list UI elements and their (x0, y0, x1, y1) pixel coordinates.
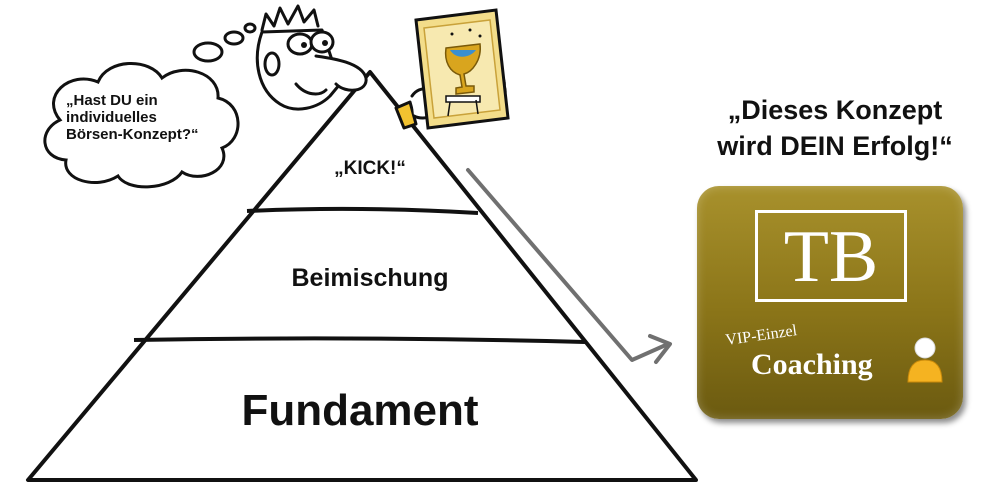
coaching-badge: TB VIP-Einzel Coaching (697, 186, 963, 419)
thought-text: „Hast DU ein individuelles Börsen-Konzep… (66, 92, 199, 143)
tb-logo: TB (783, 216, 879, 298)
trophy-picture (414, 8, 510, 130)
person-icon (907, 337, 943, 383)
thought-bubble (43, 22, 257, 189)
badge-title: Coaching (751, 348, 873, 381)
pyramid-divider-top (246, 206, 479, 215)
pyramid-label-beimischung: Beimischung (291, 264, 449, 292)
headline: „Dieses Konzept wird DEIN Erfolg!“ (717, 95, 953, 161)
pyramid-divider-bottom (133, 336, 586, 344)
pyramid-label-kick: „KICK!“ (334, 158, 406, 179)
tb-logo-frame: TB (755, 210, 907, 302)
pyramid-outline (26, 70, 698, 482)
pyramid-label-fundament: Fundament (241, 386, 479, 435)
badge-subtitle: VIP-Einzel (724, 322, 799, 350)
arrow (466, 168, 672, 364)
